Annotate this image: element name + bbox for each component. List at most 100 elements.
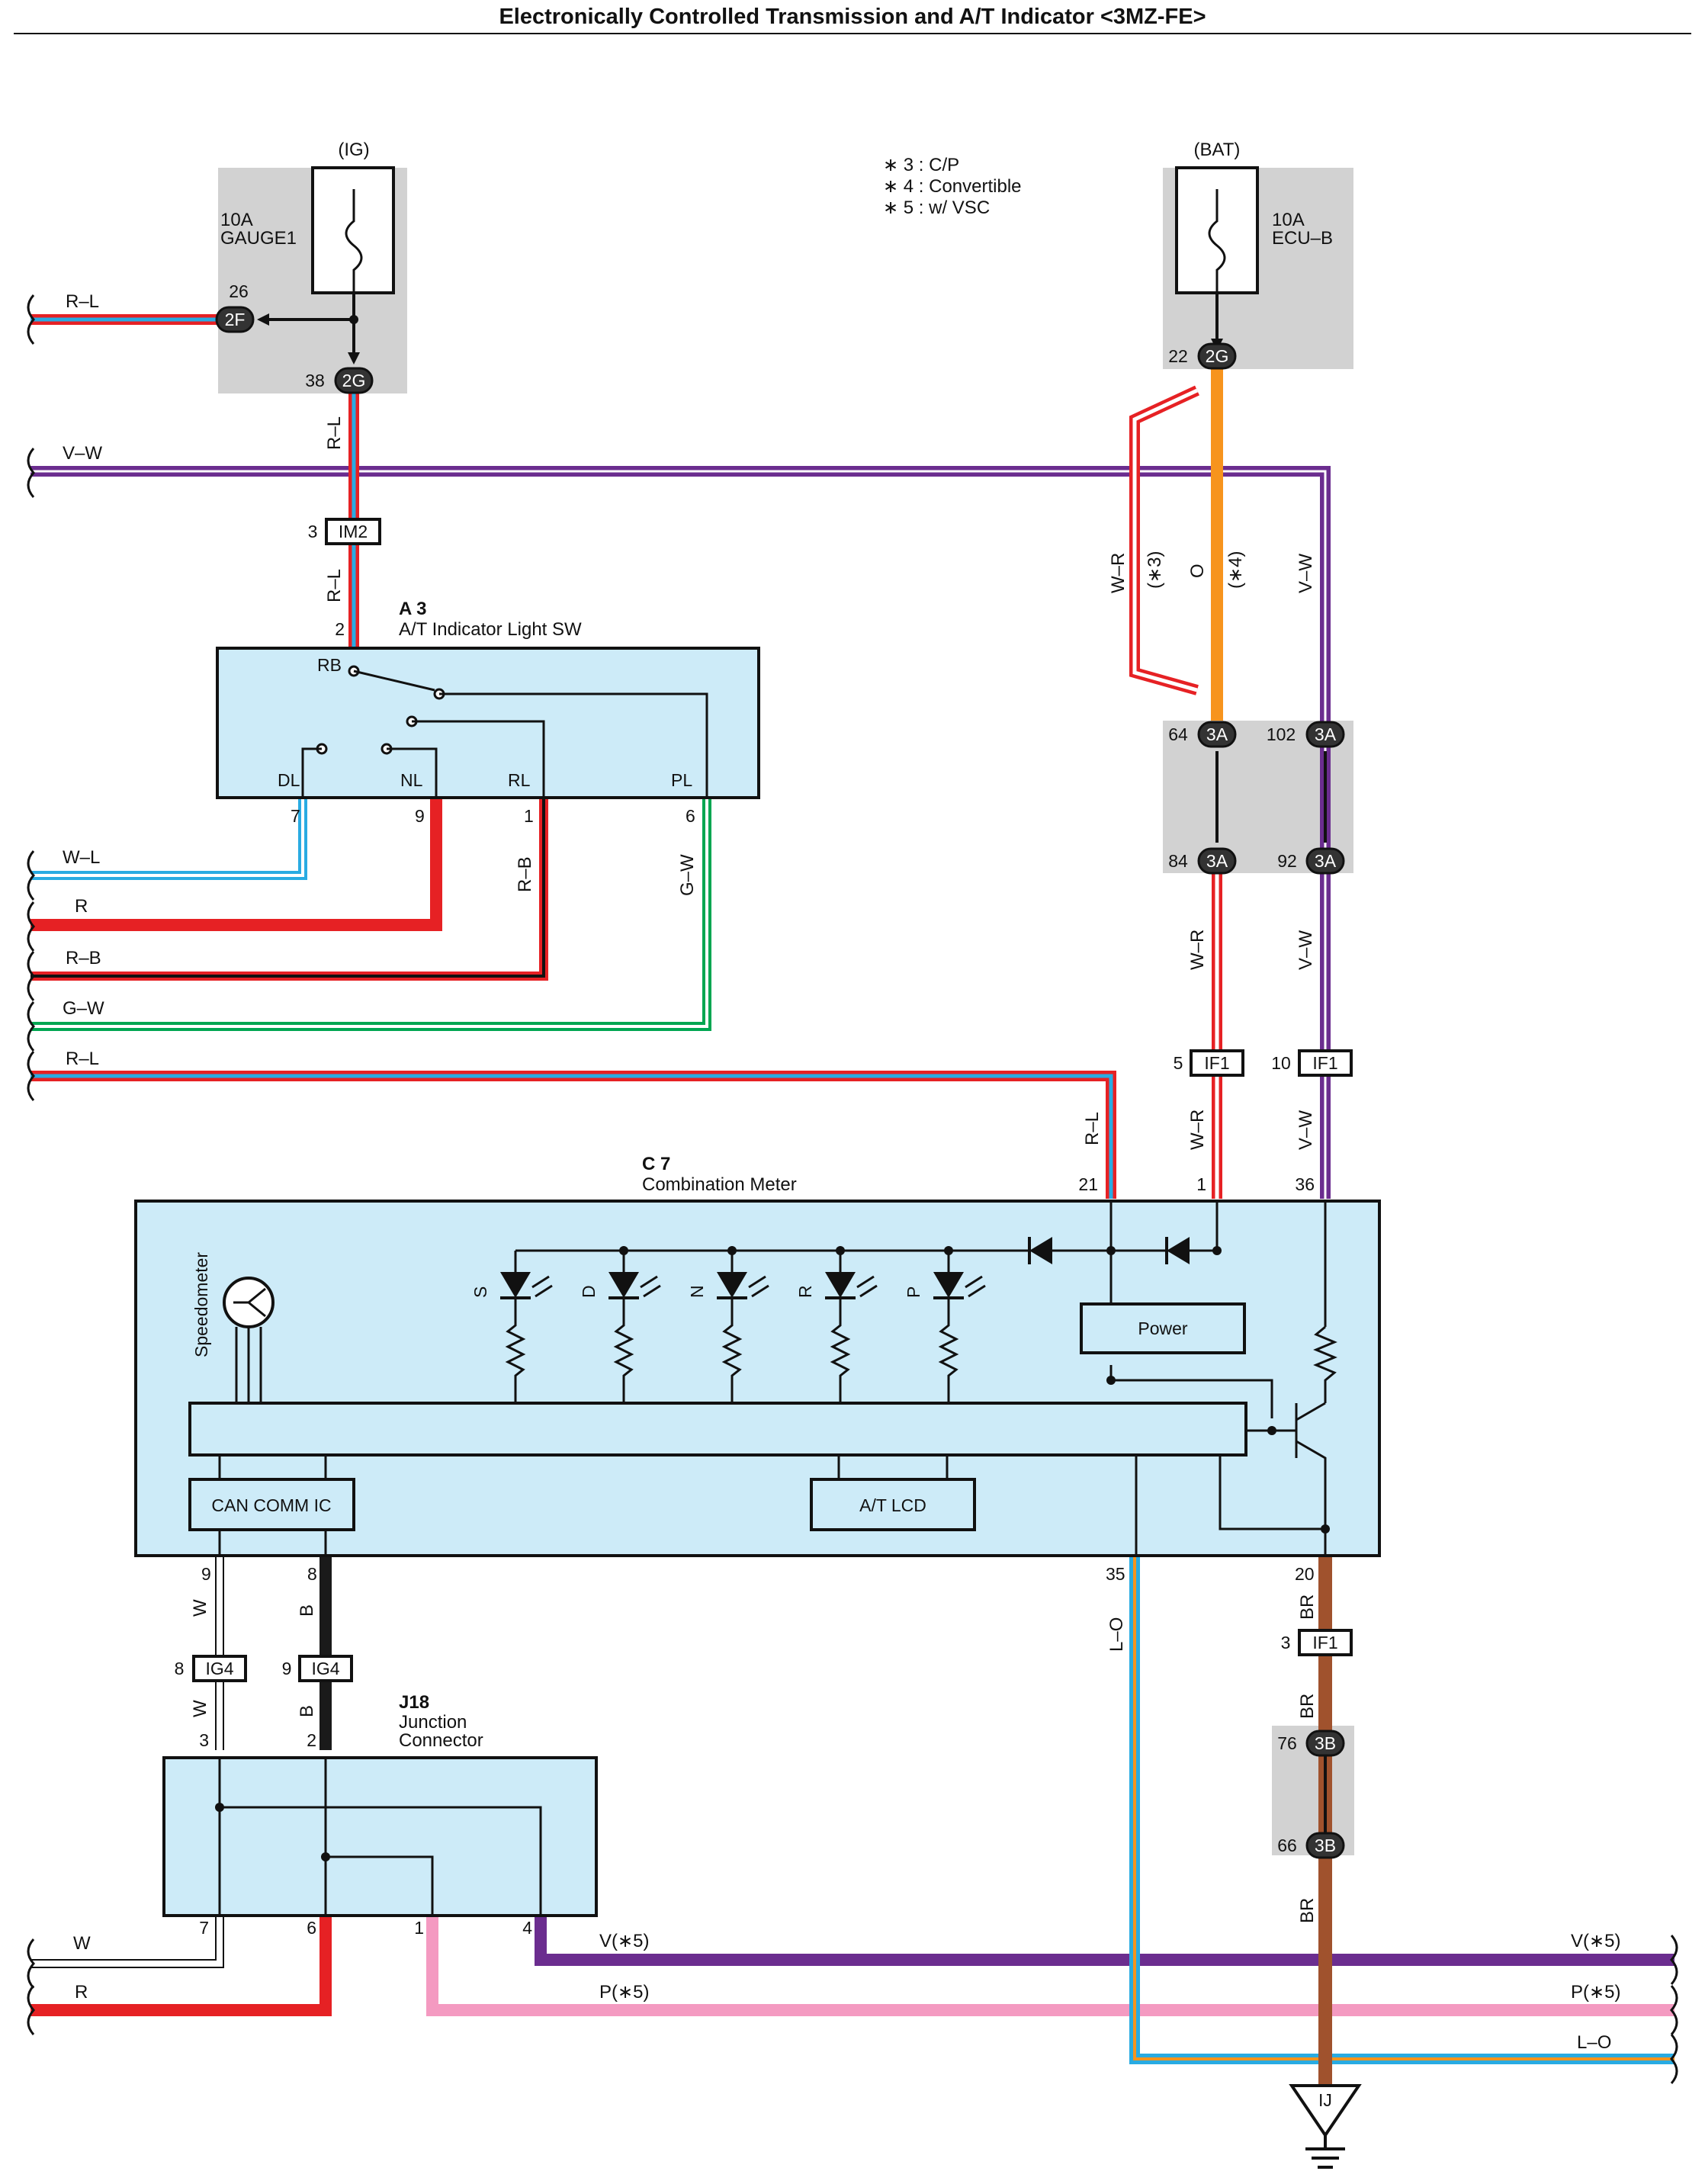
svg-text:IG4: IG4 xyxy=(205,1659,233,1678)
c7-power-block xyxy=(1080,1302,1246,1354)
c7-cpu-bar xyxy=(188,1402,1247,1457)
connector-3a-84: 3A 84 xyxy=(1168,847,1237,875)
connector-2g-ig: 2G 38 xyxy=(305,367,374,394)
svg-text:V–W: V–W xyxy=(1296,1110,1316,1150)
note-cp: ∗ 3 : C/P xyxy=(883,155,959,175)
wire-break-marks xyxy=(27,294,1678,2084)
j18-pin-1: 1 xyxy=(414,1918,424,1938)
wire-wr-c-p xyxy=(1129,385,1199,695)
svg-text:BR: BR xyxy=(1297,1595,1318,1620)
svg-text:BR: BR xyxy=(1297,1898,1318,1923)
led-s: S xyxy=(470,1251,553,1403)
at-lcd xyxy=(810,1478,976,1531)
led-p: P xyxy=(904,1246,986,1403)
c7-pin-35: 35 xyxy=(1106,1564,1125,1584)
svg-text:V–W: V–W xyxy=(1296,554,1316,593)
svg-text:84: 84 xyxy=(1168,851,1188,871)
a3-term-rl: RL xyxy=(508,770,531,790)
svg-text:IF1: IF1 xyxy=(1312,1633,1337,1652)
connector-if1-5: IF1 5 xyxy=(1174,1049,1244,1077)
a3-pin-9: 9 xyxy=(415,806,425,826)
j18-pin-6: 6 xyxy=(307,1918,316,1938)
svg-text:R: R xyxy=(75,1982,88,2003)
connector-3b-66: 3B 66 xyxy=(1277,1832,1345,1859)
connector-ig4-9: IG4 9 xyxy=(282,1655,353,1682)
svg-text:66: 66 xyxy=(1277,1836,1297,1855)
svg-text:3: 3 xyxy=(1281,1633,1291,1652)
a3-term-nl: NL xyxy=(400,770,423,790)
led-label-r: R xyxy=(795,1285,815,1298)
wire-w-j18 xyxy=(31,1916,224,1968)
connector-if1-10: IF1 10 xyxy=(1271,1049,1353,1077)
connector-if1-3: IF1 3 xyxy=(1281,1629,1353,1656)
wire-vw-main xyxy=(31,466,1331,1199)
svg-text:P(∗5): P(∗5) xyxy=(599,1982,649,2003)
svg-text:R–L: R–L xyxy=(324,416,345,450)
fuse-gauge1-amp: 10A xyxy=(220,210,253,230)
c7-output-transistor xyxy=(1135,1201,1337,1556)
svg-text:26: 26 xyxy=(229,281,249,301)
svg-text:IF1: IF1 xyxy=(1312,1053,1337,1073)
note-convertible: ∗ 4 : Convertible xyxy=(883,176,1022,197)
svg-text:3A: 3A xyxy=(1315,724,1337,744)
svg-text:R: R xyxy=(75,896,88,917)
connector-3b-76: 3B 76 xyxy=(1277,1730,1345,1757)
svg-text:IM2: IM2 xyxy=(339,522,368,541)
j18-internal-links xyxy=(218,1758,542,1916)
svg-text:IJ: IJ xyxy=(1318,2090,1332,2110)
a3-contact-rb: RB xyxy=(317,655,342,675)
c7-id: C 7 xyxy=(642,1154,670,1174)
connector-im2: IM2 3 xyxy=(308,518,381,545)
svg-text:L–O: L–O xyxy=(1106,1617,1127,1652)
svg-text:BR: BR xyxy=(1297,1694,1318,1719)
svg-text:V(∗5): V(∗5) xyxy=(599,1931,649,1951)
j18-pin-3: 3 xyxy=(199,1730,209,1750)
bat-source-label: (BAT) xyxy=(1194,140,1241,160)
svg-text:G–W: G–W xyxy=(63,998,104,1019)
can-ic-leads xyxy=(218,1455,327,1556)
svg-text:W–L: W–L xyxy=(63,847,100,868)
svg-text:8: 8 xyxy=(175,1659,185,1678)
svg-text:76: 76 xyxy=(1277,1733,1297,1753)
svg-text:L–O: L–O xyxy=(1577,2032,1611,2053)
svg-text:B: B xyxy=(297,1604,317,1617)
connector-2f: 2F 26 xyxy=(215,281,255,333)
svg-text:O: O xyxy=(1187,564,1208,578)
j18-id: J18 xyxy=(399,1692,429,1713)
speedometer-gauge xyxy=(223,1277,275,1402)
power-splice xyxy=(1106,1376,1116,1385)
svg-text:64: 64 xyxy=(1168,724,1188,744)
svg-text:(∗3): (∗3) xyxy=(1145,551,1165,589)
svg-text:V–W: V–W xyxy=(63,443,102,464)
svg-text:W–R: W–R xyxy=(1108,553,1129,593)
connector-3a-92: 3A 92 xyxy=(1277,847,1345,875)
c7-pin-36: 36 xyxy=(1295,1174,1315,1194)
svg-text:IF1: IF1 xyxy=(1204,1053,1229,1073)
svg-text:W: W xyxy=(190,1700,210,1717)
can-comm-ic-label: CAN COMM IC xyxy=(211,1495,331,1515)
c7-pin-1: 1 xyxy=(1196,1174,1206,1194)
j18-pin-7: 7 xyxy=(199,1918,209,1938)
a3-pin-1: 1 xyxy=(524,806,534,826)
wire-labels: R–L V–W R–L R–L W–L R R–B G–W R–L R–B G–… xyxy=(63,291,1620,2053)
connector-3a-102: 3A 102 xyxy=(1267,721,1345,748)
a3-name: A/T Indicator Light SW xyxy=(399,619,582,640)
ig-source-label: (IG) xyxy=(338,140,369,160)
c7-diode-1 xyxy=(1028,1237,1052,1264)
svg-text:3A: 3A xyxy=(1315,851,1337,871)
led-label-n: N xyxy=(687,1285,707,1298)
svg-text:V(∗5): V(∗5) xyxy=(1571,1931,1620,1951)
led-n: N xyxy=(687,1246,769,1403)
at-lcd-label: A/T LCD xyxy=(859,1495,926,1515)
connector-3a-64: 3A 64 xyxy=(1168,721,1237,748)
j18-pin-2: 2 xyxy=(307,1730,316,1750)
fuse-ecu-b-element xyxy=(1208,189,1226,293)
svg-text:G–W: G–W xyxy=(677,854,698,896)
wire-r-j18 xyxy=(31,1916,332,2016)
svg-text:R–B: R–B xyxy=(66,948,101,968)
svg-text:2G: 2G xyxy=(342,371,366,390)
svg-text:10: 10 xyxy=(1271,1053,1291,1073)
svg-text:IG4: IG4 xyxy=(311,1659,339,1678)
